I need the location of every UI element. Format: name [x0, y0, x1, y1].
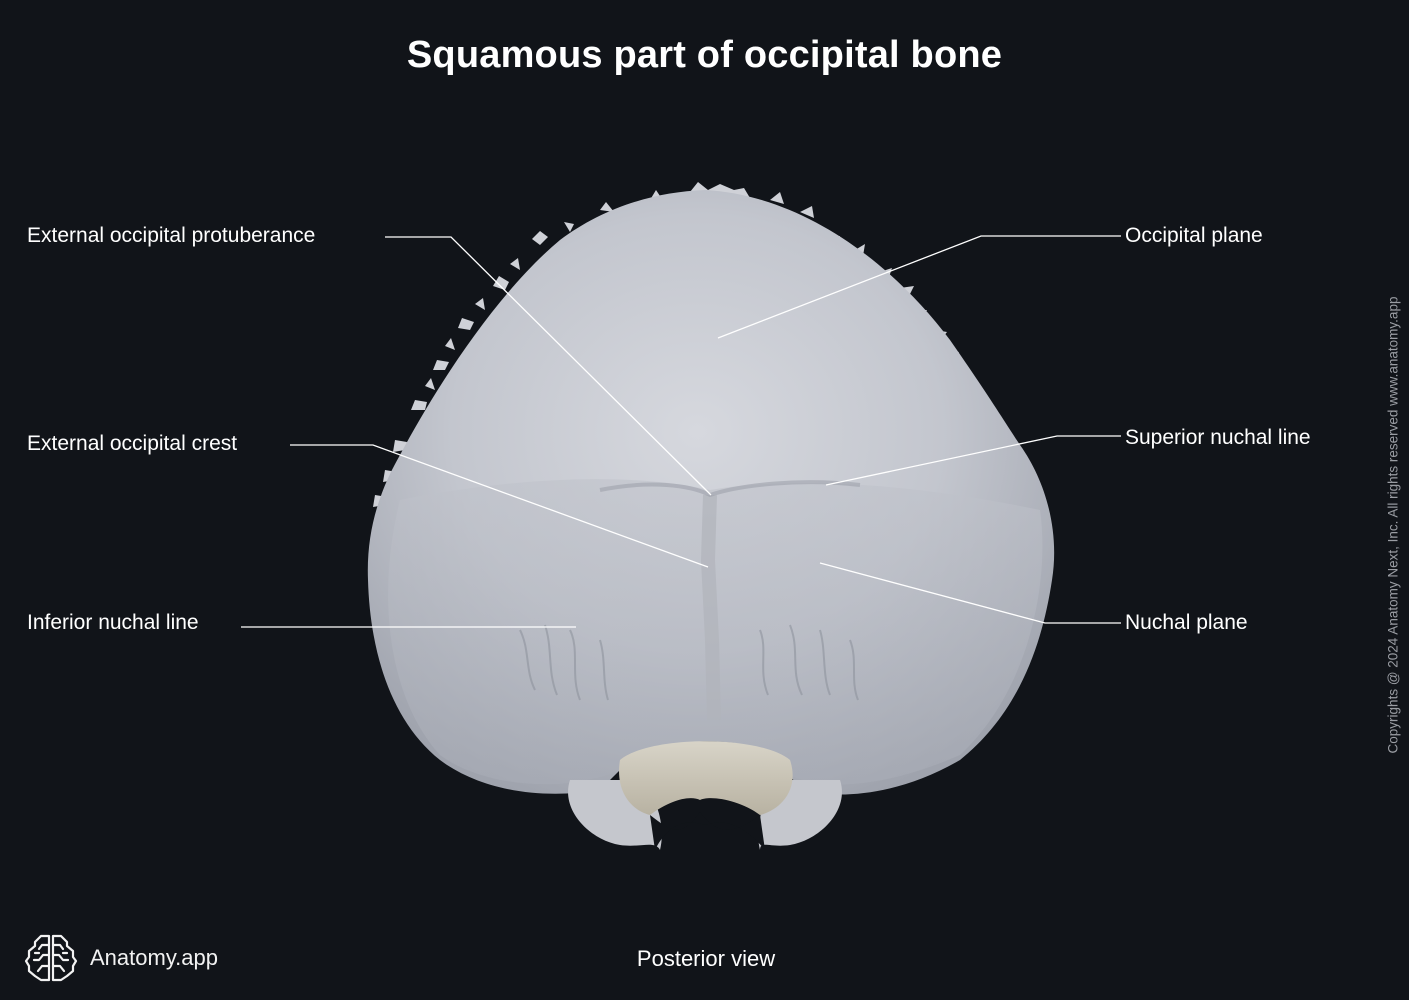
- copyright-notice: Copyrights @ 2024 Anatomy Next, Inc. All…: [1385, 296, 1401, 754]
- label-external-occipital-crest: External occipital crest: [27, 432, 238, 455]
- leader-line-occipital-plane: [717, 235, 1121, 339]
- brain-icon: [24, 934, 78, 982]
- foramen-magnum-rim: [619, 741, 793, 815]
- midline-crest: [700, 494, 721, 721]
- leader-line-external-occipital-crest: [290, 444, 709, 568]
- label-superior-nuchal-line: Superior nuchal line: [1125, 426, 1311, 449]
- page-title: Squamous part of occipital bone: [406, 34, 1003, 76]
- label-occipital-plane: Occipital plane: [1125, 224, 1263, 247]
- view-caption: Posterior view: [636, 946, 776, 971]
- leader-line-external-occipital-protuberance: [385, 236, 712, 496]
- label-external-occipital-protuberance: External occipital protuberance: [27, 224, 316, 247]
- brand-logo[interactable]: Anatomy.app: [24, 933, 218, 983]
- condyles: [568, 741, 842, 850]
- muscle-impressions: [519, 624, 859, 701]
- brand-name: Anatomy.app: [90, 945, 219, 970]
- leader-line-superior-nuchal-line: [825, 435, 1121, 486]
- leader-lines: [241, 235, 1121, 628]
- leader-line-nuchal-plane: [819, 562, 1121, 624]
- label-nuchal-plane: Nuchal plane: [1125, 611, 1248, 634]
- label-inferior-nuchal-line: Inferior nuchal line: [27, 611, 199, 634]
